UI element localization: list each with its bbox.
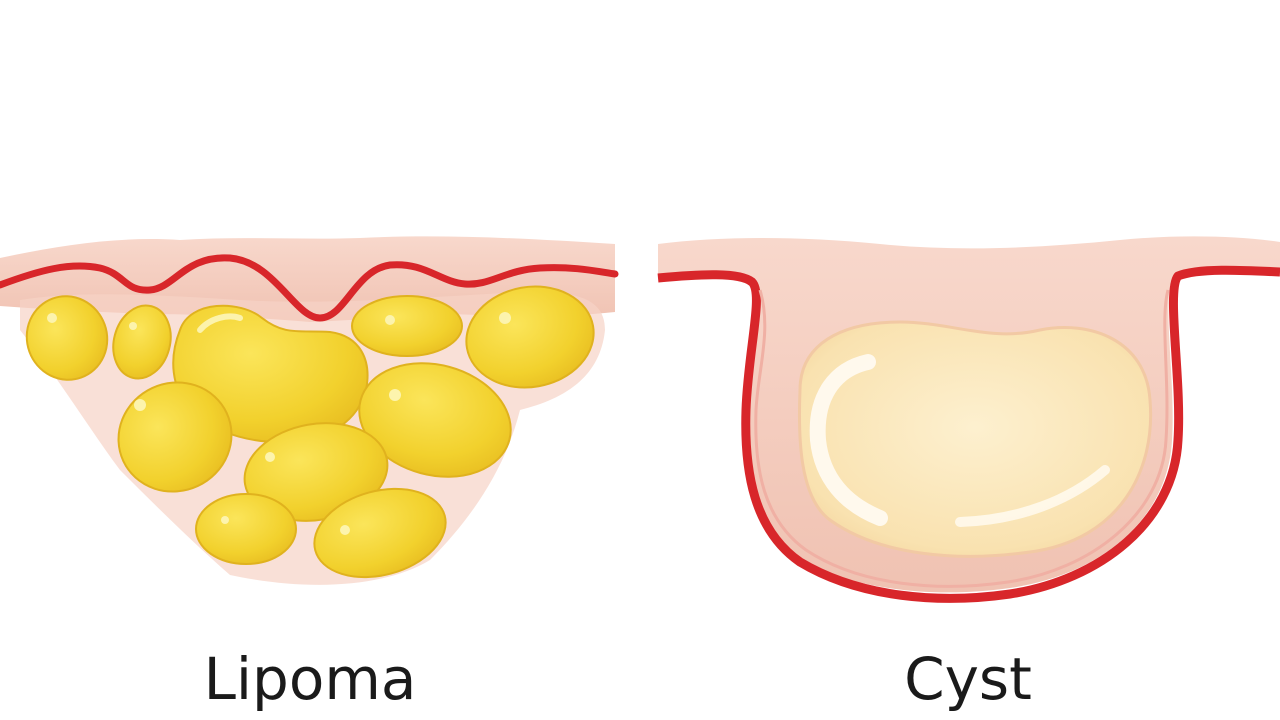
fat-lobule — [465, 285, 595, 389]
lipoma-label: Lipoma — [203, 645, 417, 713]
fat-highlights — [47, 312, 511, 535]
cyst-illustration — [657, 236, 1280, 603]
cyst-highlight — [809, 354, 888, 526]
cyst-membrane — [657, 265, 1280, 603]
cyst-membrane-inner — [754, 289, 1170, 588]
fat-lobule — [313, 487, 447, 579]
lipoma-membrane — [0, 254, 619, 322]
fat-lobule — [351, 295, 463, 357]
cyst-highlight-bottom — [955, 465, 1110, 527]
fat-lobule — [112, 304, 172, 380]
cyst-label: Cyst — [904, 645, 1032, 713]
fat-lobule — [25, 295, 109, 381]
lipoma-illustration — [0, 236, 619, 585]
fat-lobules — [25, 285, 595, 579]
fat-lobule — [195, 493, 297, 565]
fat-lobule — [117, 381, 233, 493]
